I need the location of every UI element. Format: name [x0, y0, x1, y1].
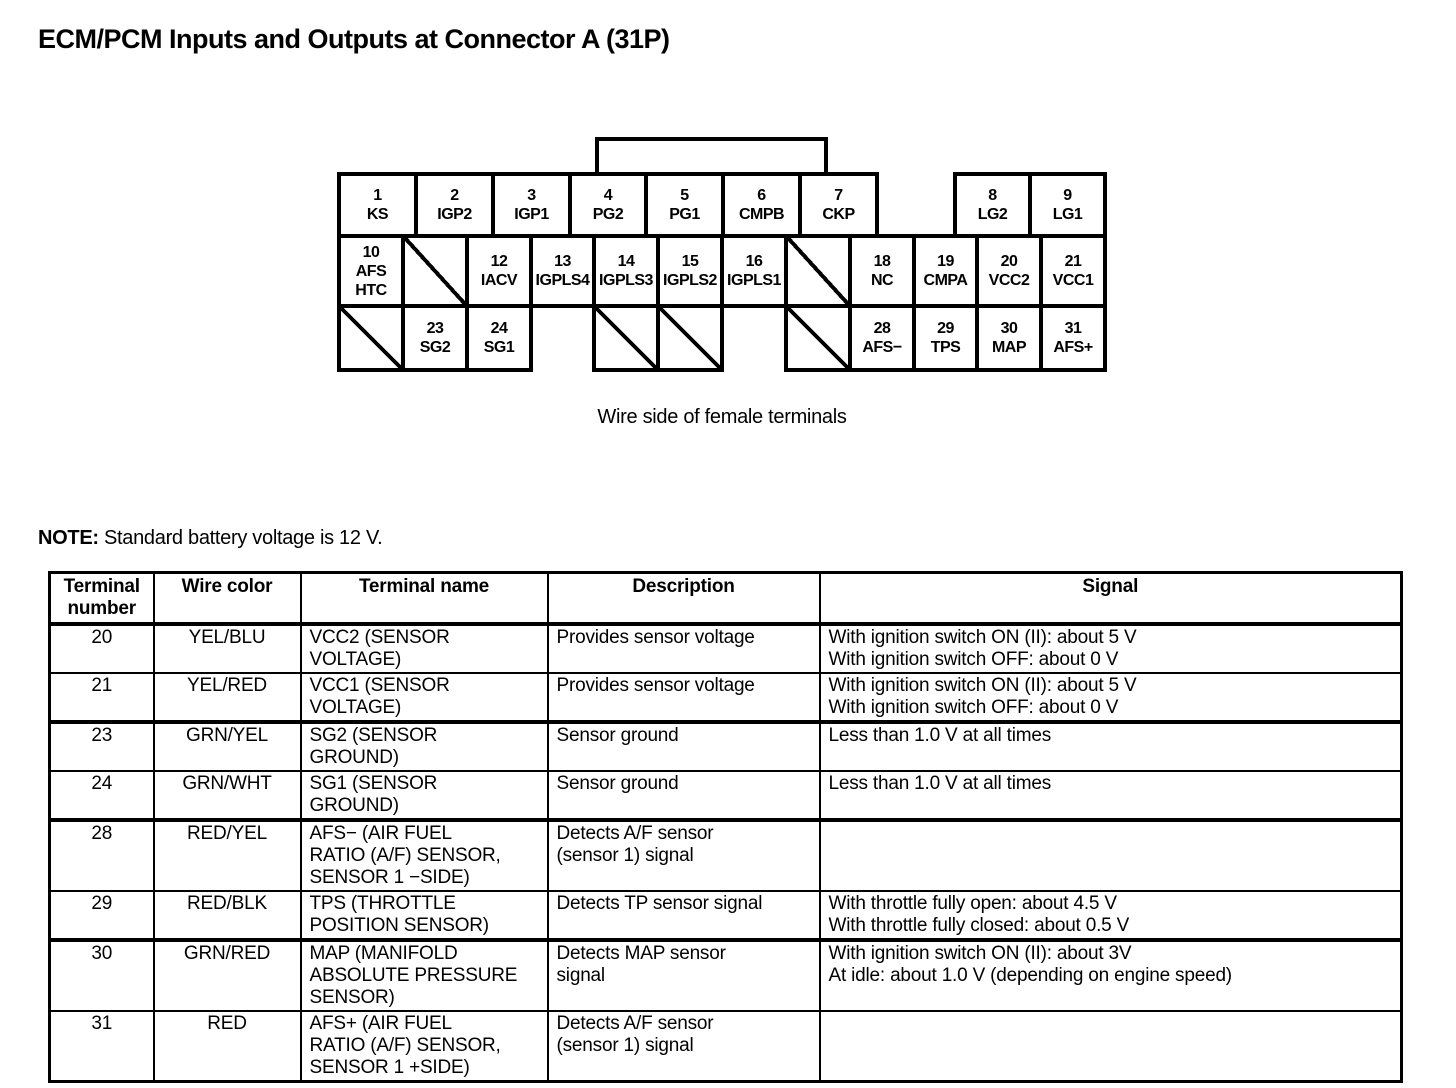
- pin-21: 21 VCC1: [1039, 234, 1107, 308]
- pin-7: 7 CKP: [798, 172, 879, 238]
- blocked-slot: [784, 304, 852, 372]
- cell-signal: [818, 1010, 1403, 1083]
- blocked-slot: [656, 304, 724, 372]
- cell-wire-color: GRN/WHT: [152, 770, 302, 822]
- cell-terminal-number: 29: [48, 890, 155, 942]
- cell-terminal-name: SG2 (SENSOR GROUND): [299, 721, 549, 772]
- pin-30: 30 MAP: [975, 304, 1043, 372]
- pin-2: 2 IGP2: [414, 172, 495, 238]
- cell-terminal-number: 28: [48, 819, 155, 892]
- cell-wire-color: RED: [152, 1010, 302, 1083]
- column-header-signal: Signal: [818, 571, 1403, 626]
- cell-signal: With ignition switch ON (II): about 5 V …: [818, 672, 1403, 724]
- blocked-slot: [784, 234, 852, 308]
- column-header-terminal-number: Terminal number: [48, 571, 155, 626]
- pin-18: 18 NC: [848, 234, 916, 308]
- pin-9: 9 LG1: [1028, 172, 1107, 238]
- cell-description: Detects MAP sensor signal: [546, 939, 821, 1012]
- pin-31: 31 AFS+: [1039, 304, 1107, 372]
- pin-20: 20 VCC2: [975, 234, 1043, 308]
- pin-12: 12 IACV: [465, 234, 533, 308]
- cell-description: Detects TP sensor signal: [546, 890, 821, 942]
- blocked-slot: [337, 304, 405, 372]
- pin-15: 15 IGPLS2: [656, 234, 724, 308]
- cell-description: Sensor ground: [546, 770, 821, 822]
- cell-terminal-name: VCC1 (SENSOR VOLTAGE): [299, 672, 549, 724]
- battery-voltage-note: NOTE: Standard battery voltage is 12 V.: [38, 527, 383, 550]
- cell-signal: [818, 819, 1403, 892]
- cell-signal: With throttle fully open: about 4.5 V Wi…: [818, 890, 1403, 942]
- cell-wire-color: GRN/YEL: [152, 721, 302, 772]
- cell-wire-color: YEL/BLU: [152, 623, 302, 674]
- pin-29: 29 TPS: [912, 304, 979, 372]
- cell-terminal-number: 21: [48, 672, 155, 724]
- cell-description: Provides sensor voltage: [546, 672, 821, 724]
- pin-3: 3 IGP1: [491, 172, 572, 238]
- pin-28: 28 AFS−: [848, 304, 916, 372]
- cell-signal: Less than 1.0 V at all times: [818, 721, 1403, 772]
- pin-23: 23 SG2: [401, 304, 469, 372]
- pin-5: 5 PG1: [644, 172, 725, 238]
- cell-terminal-name: AFS− (AIR FUEL RATIO (A/F) SENSOR, SENSO…: [299, 819, 549, 892]
- cell-terminal-name: MAP (MANIFOLD ABSOLUTE PRESSURE SENSOR): [299, 939, 549, 1012]
- cell-signal: With ignition switch ON (II): about 3V A…: [818, 939, 1403, 1012]
- column-header-wire-color: Wire color: [152, 571, 302, 626]
- blocked-slot: [401, 234, 469, 308]
- note-text: Standard battery voltage is 12 V.: [98, 527, 383, 549]
- cell-terminal-name: SG1 (SENSOR GROUND): [299, 770, 549, 822]
- cell-terminal-number: 30: [48, 939, 155, 1012]
- cell-wire-color: YEL/RED: [152, 672, 302, 724]
- connector-caption: Wire side of female terminals: [597, 406, 847, 428]
- cell-terminal-number: 23: [48, 721, 155, 772]
- pin-10: 10 AFS HTC: [337, 234, 405, 308]
- cell-description: Detects A/F sensor (sensor 1) signal: [546, 1010, 821, 1083]
- cell-description: Sensor ground: [546, 721, 821, 772]
- cell-terminal-name: TPS (THROTTLE POSITION SENSOR): [299, 890, 549, 942]
- pin-6: 6 CMPB: [721, 172, 802, 238]
- cell-terminal-number: 31: [48, 1010, 155, 1083]
- cell-signal: Less than 1.0 V at all times: [818, 770, 1403, 822]
- column-header-terminal-name: Terminal name: [299, 571, 549, 626]
- cell-signal: With ignition switch ON (II): about 5 V …: [818, 623, 1403, 674]
- pin-24: 24 SG1: [465, 304, 533, 372]
- column-header-description: Description: [546, 571, 821, 626]
- cell-description: Detects A/F sensor (sensor 1) signal: [546, 819, 821, 892]
- cell-wire-color: RED/YEL: [152, 819, 302, 892]
- note-label: NOTE:: [38, 527, 99, 549]
- pin-13: 13 IGPLS4: [529, 234, 596, 308]
- cell-description: Provides sensor voltage: [546, 623, 821, 674]
- pin-1: 1 KS: [337, 172, 418, 238]
- page-title: ECM/PCM Inputs and Outputs at Connector …: [38, 24, 670, 54]
- pin-8: 8 LG2: [953, 172, 1032, 238]
- pin-16: 16 IGPLS1: [720, 234, 788, 308]
- cell-wire-color: RED/BLK: [152, 890, 302, 942]
- pin-19: 19 CMPA: [912, 234, 979, 308]
- cell-terminal-number: 24: [48, 770, 155, 822]
- pin-4: 4 PG2: [568, 172, 648, 238]
- cell-terminal-number: 20: [48, 623, 155, 674]
- blocked-slot: [592, 304, 660, 372]
- cell-wire-color: GRN/RED: [152, 939, 302, 1012]
- cell-terminal-name: AFS+ (AIR FUEL RATIO (A/F) SENSOR, SENSO…: [299, 1010, 549, 1083]
- pin-14: 14 IGPLS3: [592, 234, 660, 308]
- cell-terminal-name: VCC2 (SENSOR VOLTAGE): [299, 623, 549, 674]
- connector-key-tab: [595, 137, 828, 176]
